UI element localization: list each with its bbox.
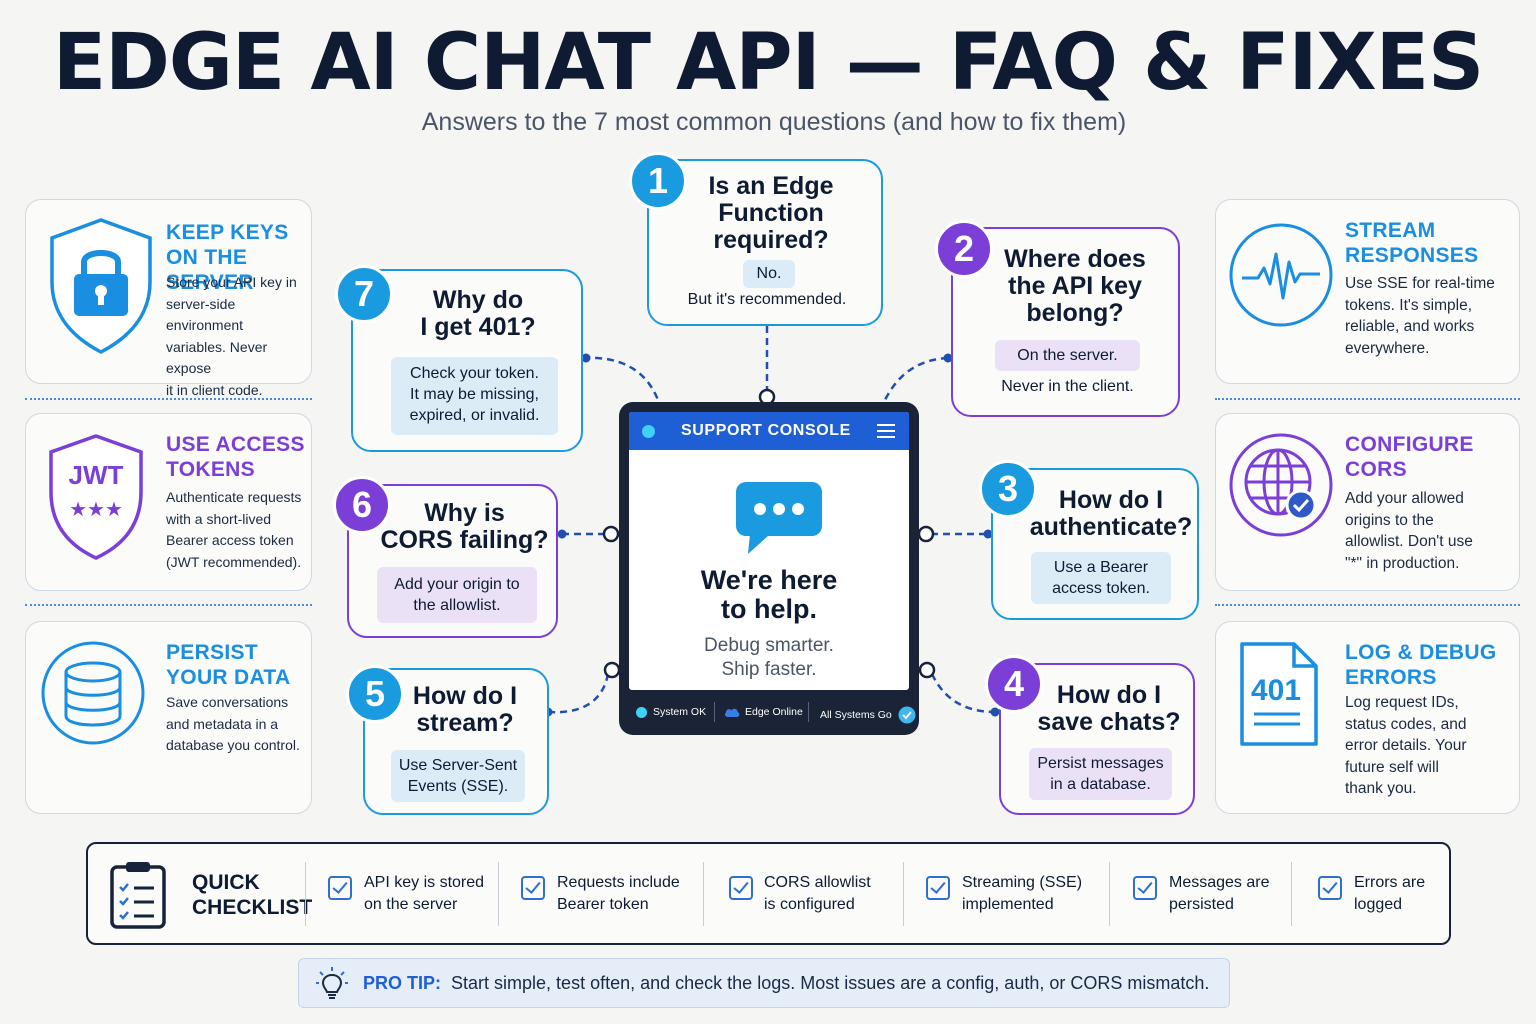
faq-number-badge: 3 (979, 460, 1037, 518)
jwt-badge: JWT (69, 460, 124, 490)
checkbox-icon[interactable] (1133, 876, 1157, 900)
status-edge-online: Edge Online (724, 706, 803, 718)
status-dot-icon (636, 706, 647, 718)
faq-number-badge: 7 (335, 265, 393, 323)
lock-shield-icon (50, 218, 152, 354)
checkbox-icon[interactable] (729, 876, 753, 900)
database-icon (41, 641, 145, 745)
divider (903, 862, 904, 926)
faq-answer: On the server. (995, 340, 1140, 371)
divider (305, 862, 306, 926)
cloud-icon (724, 708, 740, 717)
page-subtitle: Answers to the 7 most common questions (… (421, 108, 1127, 136)
faq-number-badge: 2 (935, 220, 993, 278)
faq-number-badge: 6 (333, 476, 391, 534)
pro-tip-banner: PRO TIP: Start simple, test often, and c… (298, 958, 1230, 1008)
checkbox-icon[interactable] (328, 876, 352, 900)
clipboard-icon (110, 862, 166, 929)
divider (714, 702, 715, 722)
faq-note: But it's recommended. (687, 291, 847, 308)
status-system-ok: System OK (636, 706, 706, 718)
svg-text:★★★: ★★★ (69, 497, 123, 521)
error-code-badge: 401 (1251, 674, 1301, 707)
checkbox-icon[interactable] (1318, 876, 1342, 900)
document-401-icon: 401 (1240, 642, 1318, 746)
check-circle-icon (898, 706, 916, 724)
divider (1215, 604, 1520, 606)
divider (703, 862, 704, 926)
faq-number-badge: 5 (346, 665, 404, 723)
divider (25, 398, 312, 400)
page-title: EDGE AI CHAT API — FAQ & FIXES (52, 18, 1484, 108)
faq-answer: Check your token.It may be missing,expir… (391, 357, 558, 435)
pro-tip-text: PRO TIP: Start simple, test often, and c… (363, 973, 1210, 993)
jwt-shield-icon: JWT ★★★ (49, 434, 143, 560)
divider (1291, 862, 1292, 926)
divider (25, 604, 312, 606)
divider (808, 702, 809, 722)
divider (1109, 862, 1110, 926)
status-all-systems-go: All Systems Go (820, 706, 916, 724)
divider (1215, 398, 1520, 400)
globe-check-icon (1229, 433, 1333, 537)
menu-icon[interactable] (877, 424, 895, 438)
faq-number-badge: 4 (985, 655, 1043, 713)
console-title-bar: SUPPORT CONSOLE (629, 412, 909, 450)
chat-bubble-icon (736, 482, 822, 554)
faq-number-badge: 1 (629, 152, 687, 210)
waveform-icon (1229, 223, 1333, 327)
lightbulb-icon (316, 967, 348, 999)
console-subtext: Debug smarter.Ship faster. (704, 635, 834, 680)
console-title: SUPPORT CONSOLE (681, 422, 851, 439)
status-dot-icon (642, 425, 655, 438)
faq-note: Never in the client. (1001, 378, 1134, 395)
divider (498, 862, 499, 926)
checkbox-icon[interactable] (521, 876, 545, 900)
pro-tip-label: PRO TIP: (363, 973, 442, 993)
faq-answer: No. (743, 260, 795, 288)
checkbox-icon[interactable] (926, 876, 950, 900)
checklist-item: Streaming (SSE)implemented (962, 874, 1083, 913)
